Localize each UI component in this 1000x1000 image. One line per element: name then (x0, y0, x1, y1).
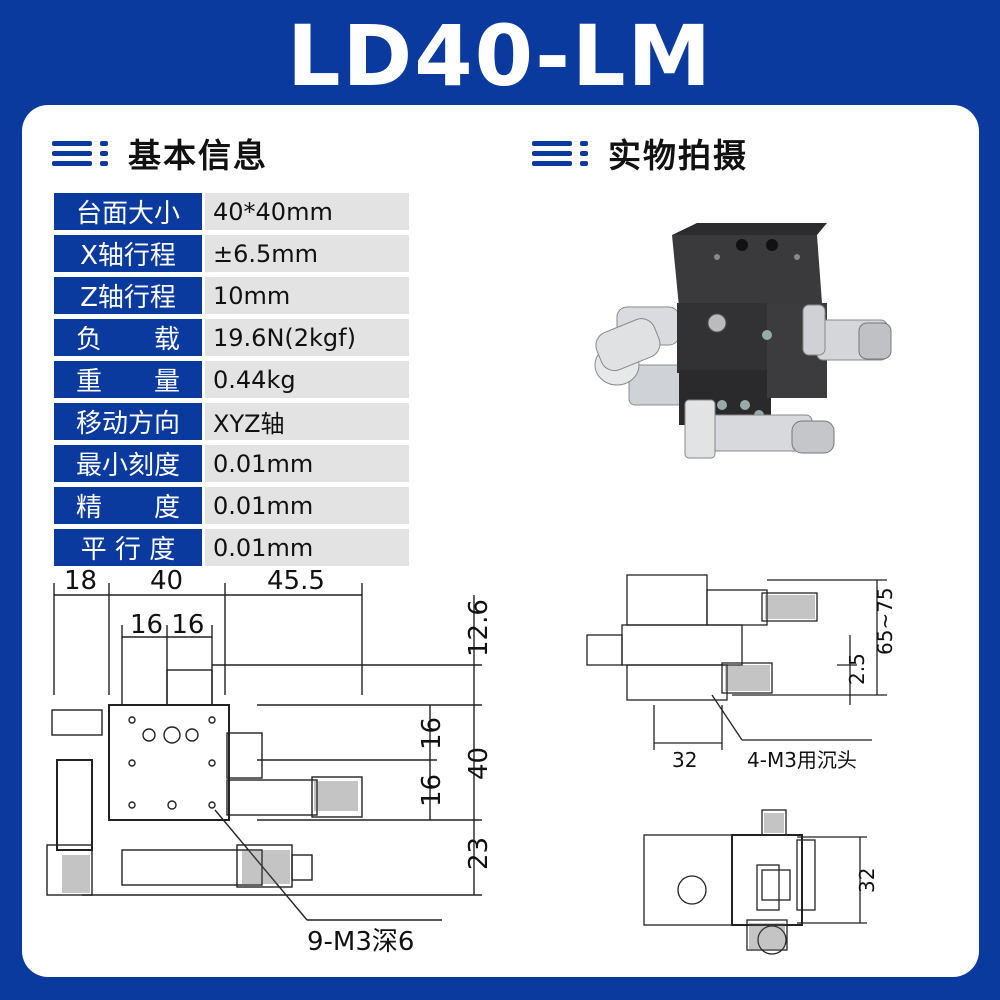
spec-row: X轴行程±6.5mm (54, 235, 409, 272)
spec-row: 最小刻度 0.01mm (54, 445, 409, 482)
dim-23: 23 (464, 837, 494, 870)
dim-16-b: 16 (417, 774, 447, 807)
dim-2-5: 2.5 (845, 653, 869, 685)
spec-value: 10mm (205, 277, 409, 314)
spec-row: 平 行 度 0.01mm (54, 529, 409, 566)
callout-9-m3: 9-M3深6 (307, 927, 414, 957)
dim-40-top: 40 (150, 566, 183, 596)
spec-label: 负 载 (54, 319, 205, 356)
spec-value: 19.6N(2kgf) (205, 319, 409, 356)
dim-18: 18 (64, 566, 97, 596)
callout-4-m3: 4-M3用沉头 (747, 748, 857, 772)
spec-label: 重 量 (54, 361, 205, 398)
basic-info-title: 基本信息 (128, 136, 268, 175)
spec-value: 0.44kg (205, 361, 409, 398)
list-lines-icon (52, 141, 108, 166)
spec-label: 最小刻度 (54, 445, 205, 482)
spec-label: 台面大小 (54, 193, 205, 230)
photo-header: 实物拍摄 (532, 129, 748, 177)
dim-45-5: 45.5 (267, 566, 325, 596)
dim-32-side: 32 (855, 868, 879, 893)
dim-16-16-top: 16 16 (130, 610, 204, 640)
dim-40-right: 40 (464, 747, 494, 780)
spec-value: 0.01mm (205, 445, 409, 482)
spec-label: Z轴行程 (54, 277, 205, 314)
dim-12-6: 12.6 (464, 599, 494, 657)
list-lines-icon (532, 141, 588, 166)
spec-label: X轴行程 (54, 235, 205, 272)
spec-label: 移动方向 (54, 403, 205, 440)
spec-value: 40*40mm (205, 193, 409, 230)
dim-32-bottom: 32 (672, 748, 697, 772)
photo-title: 实物拍摄 (608, 136, 748, 175)
front-view-drawing: 18 40 45.5 16 16 12.6 16 16 40 23 9-M3深6 (46, 566, 494, 957)
spec-label: 精 度 (54, 487, 205, 524)
spec-row: 精 度 0.01mm (54, 487, 409, 524)
basic-info-header: 基本信息 (52, 129, 268, 177)
spec-value: 0.01mm (205, 487, 409, 524)
page-title: LD40-LM (286, 7, 714, 105)
spec-label: 平 行 度 (54, 529, 205, 566)
dim-65-75: 65~75 (873, 587, 897, 655)
product-photo (594, 223, 892, 459)
spec-value: XYZ轴 (205, 403, 409, 440)
spec-value: ±6.5mm (205, 235, 409, 272)
spec-value: 0.01mm (205, 529, 409, 566)
dim-16-a: 16 (417, 717, 447, 750)
side-view-drawing: 65~75 2.5 32 4-M3用沉头 32 (586, 574, 897, 955)
